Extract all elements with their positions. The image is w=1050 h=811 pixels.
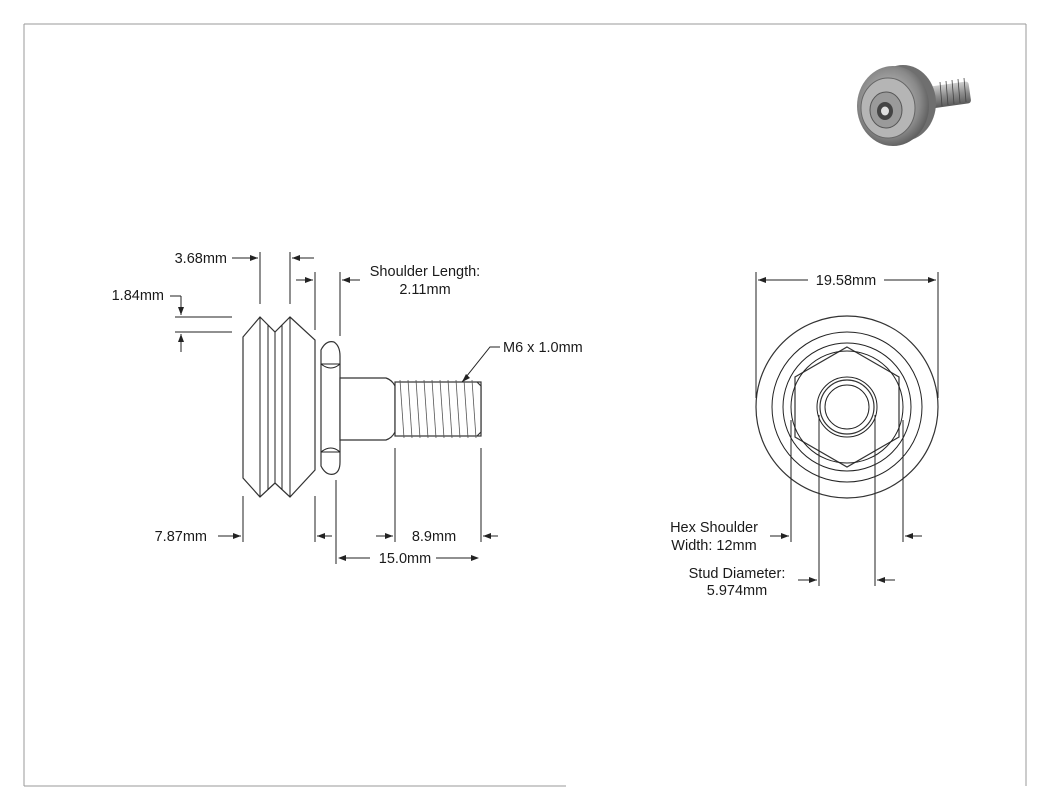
dim-stud-value: 5.974mm (707, 583, 767, 599)
drawing-frame (23, 23, 1027, 787)
dim-thread-spec: M6 x 1.0mm (503, 340, 583, 356)
wheel-profile (242, 316, 316, 498)
dim-hex-label: Hex Shoulder (670, 520, 758, 536)
side-dimensions: 3.68mm 1.84mm Shoulder Length: 2.11mm M6… (112, 251, 583, 567)
shoulder-shaft (339, 377, 396, 441)
dim-shoulder-value: 2.11mm (399, 282, 450, 298)
dim-wheel-thickness: 7.87mm (155, 529, 207, 545)
thread-lines (399, 379, 477, 439)
hex-nut-profile (320, 341, 341, 475)
dim-stud-label: Stud Diameter: (689, 566, 786, 582)
dim-wheel-width: 3.68mm (175, 251, 227, 267)
isometric-view-icon (857, 65, 971, 146)
side-view (242, 316, 482, 498)
threaded-stud (394, 381, 482, 437)
dim-groove-depth: 1.84mm (112, 288, 164, 304)
dim-thread-length: 8.9mm (412, 529, 456, 545)
stud-bore (819, 379, 875, 435)
dim-shoulder-label: Shoulder Length: (370, 264, 480, 280)
front-view (755, 315, 939, 499)
dim-outer-diameter: 19.58mm (816, 273, 876, 289)
front-dimensions: 19.58mm Hex Shoulder Width: 12mm Stud Di… (670, 272, 939, 599)
dim-hex-value: Width: 12mm (671, 538, 756, 554)
dim-stud-length: 15.0mm (379, 551, 431, 567)
